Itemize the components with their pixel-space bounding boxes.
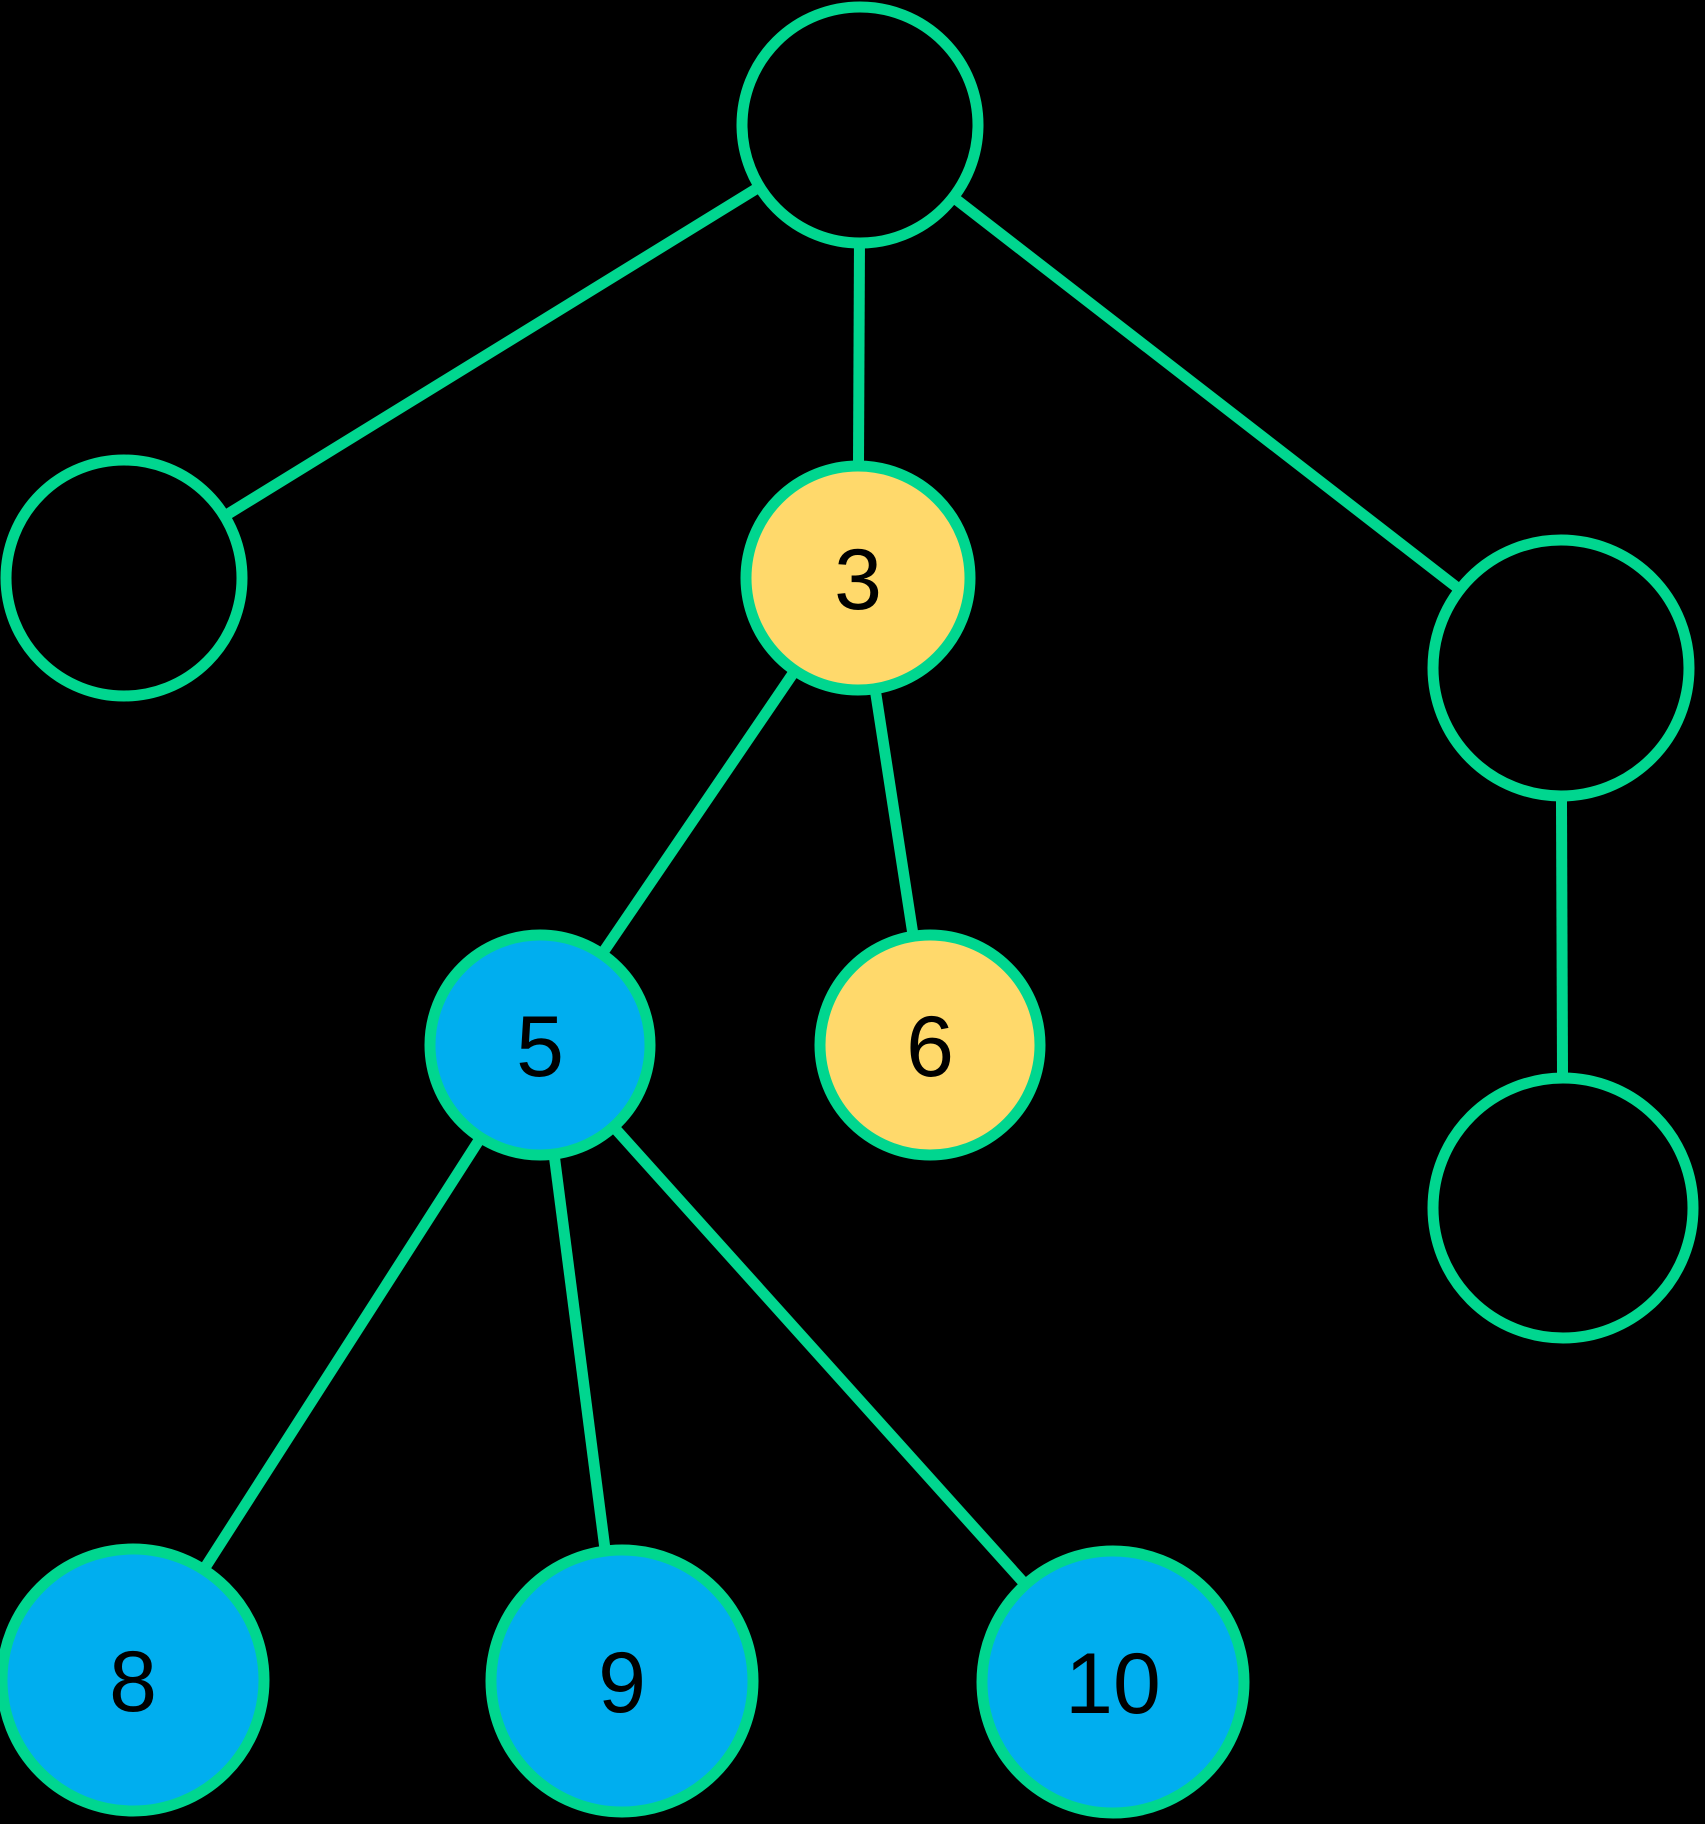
node-label: 3 — [834, 532, 882, 628]
graph-edge — [852, 236, 866, 473]
graph-node[interactable]: 9 — [485, 1544, 759, 1818]
node-label: 5 — [516, 999, 564, 1095]
node-circle[interactable] — [485, 1544, 759, 1818]
node-circle[interactable] — [976, 1545, 1250, 1819]
graph-node[interactable]: 3 — [740, 460, 976, 696]
graph-node[interactable] — [0, 454, 248, 702]
graph-edge — [593, 662, 803, 963]
edges-layer — [195, 179, 1569, 1593]
node-circle[interactable] — [0, 1543, 270, 1817]
graph-node[interactable] — [736, 1, 984, 249]
graph-edge — [605, 1118, 1034, 1593]
node-circle[interactable] — [424, 929, 656, 1161]
graph-node[interactable]: 10 — [976, 1545, 1250, 1819]
graph-edge — [547, 1147, 612, 1558]
graph-edge — [1555, 789, 1569, 1085]
graph-node[interactable]: 8 — [0, 1543, 270, 1817]
graph-edge — [868, 681, 920, 944]
node-label: 9 — [598, 1635, 646, 1731]
graph-edge — [195, 1129, 489, 1578]
node-circle[interactable] — [1427, 534, 1695, 802]
graph-edge — [945, 189, 1468, 598]
node-label: 6 — [906, 999, 954, 1095]
node-circle[interactable] — [0, 454, 248, 702]
node-circle[interactable] — [1427, 1072, 1699, 1344]
node-circle[interactable] — [736, 1, 984, 249]
graph-node[interactable] — [1427, 1072, 1699, 1344]
graph-node[interactable] — [1427, 534, 1695, 802]
node-label: 10 — [1065, 1636, 1161, 1732]
graph-edge — [216, 179, 768, 524]
node-circle[interactable] — [740, 460, 976, 696]
node-label: 8 — [109, 1634, 157, 1730]
graph-node[interactable]: 5 — [424, 929, 656, 1161]
graph-node[interactable]: 6 — [814, 929, 1046, 1161]
node-circle[interactable] — [814, 929, 1046, 1161]
